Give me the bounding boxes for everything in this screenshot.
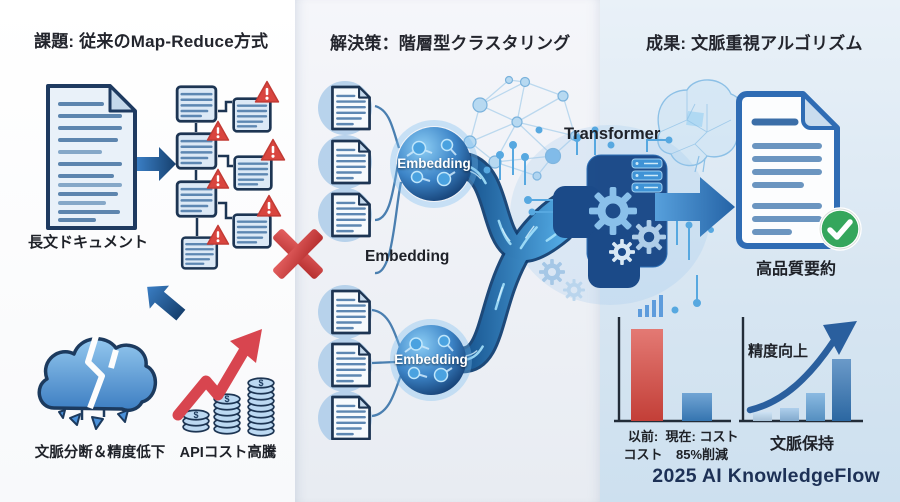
circuit-traces bbox=[483, 126, 714, 314]
cost-chart-axes bbox=[614, 317, 731, 423]
svg-text:$: $ bbox=[258, 378, 263, 388]
accuracy-chart-axes bbox=[739, 317, 863, 423]
footer-brand: 2025 AI KnowledgeFlow bbox=[652, 465, 880, 487]
chunk-document-icon bbox=[331, 85, 371, 131]
mini-bars-icon bbox=[638, 295, 663, 317]
cost-bar-chart: 以前: コスト 現在: コスト 85%削減 bbox=[610, 312, 740, 470]
fragmentation-label: 文脈分断＆精度低下 bbox=[34, 445, 166, 461]
cost-label-after: 現在: コスト 85%削減 bbox=[665, 429, 739, 463]
brain-icon bbox=[657, 79, 740, 173]
cost-bar-after bbox=[682, 393, 712, 421]
chunk-document-icon bbox=[331, 395, 371, 440]
result-title: 成果: 文脈重視アルゴリズム bbox=[646, 34, 863, 53]
embedding-sphere-icon bbox=[390, 319, 472, 401]
cost-bars-area bbox=[610, 329, 740, 421]
cluster-connectors bbox=[371, 104, 403, 418]
panel-problem bbox=[0, 0, 295, 502]
embedding-sphere-icon bbox=[390, 120, 478, 208]
fragment-card bbox=[233, 154, 273, 192]
long-document-label: 長文ドキュメント bbox=[28, 234, 149, 251]
fragment-card bbox=[232, 96, 272, 134]
fragment-card bbox=[175, 85, 218, 123]
warning-icon bbox=[206, 168, 230, 189]
data-stream-flow bbox=[448, 152, 577, 374]
growth-bar-1 bbox=[753, 412, 772, 421]
rising-arrow-icon bbox=[172, 329, 262, 421]
svg-text:$: $ bbox=[193, 410, 198, 420]
arrow-down-left-icon bbox=[147, 285, 186, 321]
broken-cloud-icon bbox=[37, 335, 157, 430]
chunk-document-icon bbox=[331, 139, 371, 185]
api-cost-icon: $ $ $ bbox=[172, 329, 275, 437]
long-document-icon bbox=[46, 84, 137, 230]
server-rack-icon bbox=[631, 158, 663, 193]
chunk-document-icon bbox=[331, 192, 371, 238]
warning-icon bbox=[206, 224, 230, 245]
check-icon bbox=[818, 207, 862, 251]
accuracy-growth-chart: 精度向上 文脈保持 bbox=[736, 312, 868, 470]
accuracy-caption: 文脈保持 bbox=[769, 436, 834, 453]
coin-stack-icon: $ $ $ bbox=[182, 377, 275, 437]
svg-text:$: $ bbox=[224, 394, 229, 404]
accuracy-annotation: 精度向上 bbox=[748, 343, 809, 360]
cost-label-before: 以前: コスト bbox=[623, 429, 663, 463]
warning-icon bbox=[256, 194, 282, 217]
warning-icon bbox=[206, 120, 230, 141]
growth-bar-3 bbox=[806, 393, 825, 421]
warning-icon bbox=[254, 80, 280, 103]
summary-label: 高品質要約 bbox=[755, 261, 836, 278]
summary-document-icon bbox=[736, 91, 840, 249]
red-x-icon bbox=[273, 229, 323, 279]
problem-title: 課題: 従来のMap-Reduce方式 bbox=[34, 32, 269, 51]
chunk-document-icon bbox=[331, 289, 371, 335]
embedding-caption: Embedding bbox=[365, 248, 450, 265]
growth-bar-4 bbox=[832, 359, 851, 421]
arrow-right-icon bbox=[137, 147, 176, 181]
cost-bar-before bbox=[631, 329, 663, 421]
sphere2-label: Embedding bbox=[394, 352, 468, 367]
fragment-card bbox=[232, 212, 272, 250]
fragment-tree bbox=[175, 80, 286, 270]
api-cost-label: APIコスト高騰 bbox=[179, 445, 277, 461]
solution-art bbox=[318, 75, 740, 440]
warning-icon bbox=[260, 138, 286, 161]
growth-bar-2 bbox=[780, 407, 799, 422]
solution-title: 解決策：階層型クラスタリング bbox=[330, 34, 571, 53]
processor-icon bbox=[483, 126, 735, 317]
sphere1-label: Embedding bbox=[397, 156, 471, 171]
output-arrow-icon bbox=[655, 177, 735, 237]
transformer-label: Transformer bbox=[564, 125, 661, 143]
chunk-document-icon bbox=[331, 342, 371, 388]
